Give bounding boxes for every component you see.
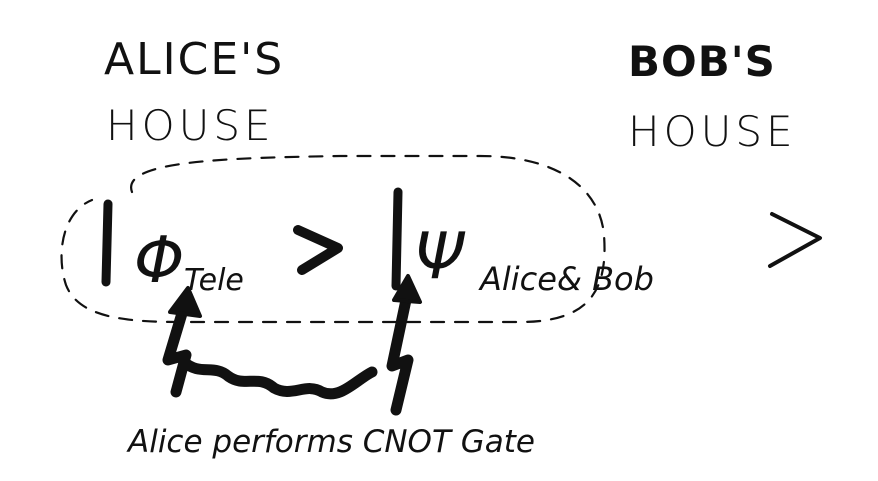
alice-house-dashed-boundary [60, 154, 606, 324]
psi-subscript: Alice& Bob [478, 260, 654, 298]
bob-house-title-line1: BOB'S [628, 37, 776, 86]
phi-ket-bar [101, 199, 113, 287]
cnot-connector-line [162, 294, 414, 416]
psi-ket-angle-bracket [768, 212, 822, 268]
psi-symbol: Ψ [414, 220, 466, 294]
bob-house-title-line2: HOUSE [628, 107, 797, 156]
psi-ket-bar [391, 187, 403, 291]
phi-ket-angle-bracket [293, 225, 343, 275]
phi-subscript: Tele [184, 263, 244, 298]
cnot-arrowhead-left [168, 286, 202, 318]
cnot-caption: Alice performs CNOT Gate [126, 424, 535, 460]
alice-house-title-line2: HOUSE [106, 101, 275, 150]
alice-house-title-line1: ALICE'S [104, 34, 284, 85]
phi-symbol: Φ [134, 224, 184, 298]
cnot-arrowhead-right [392, 274, 422, 304]
